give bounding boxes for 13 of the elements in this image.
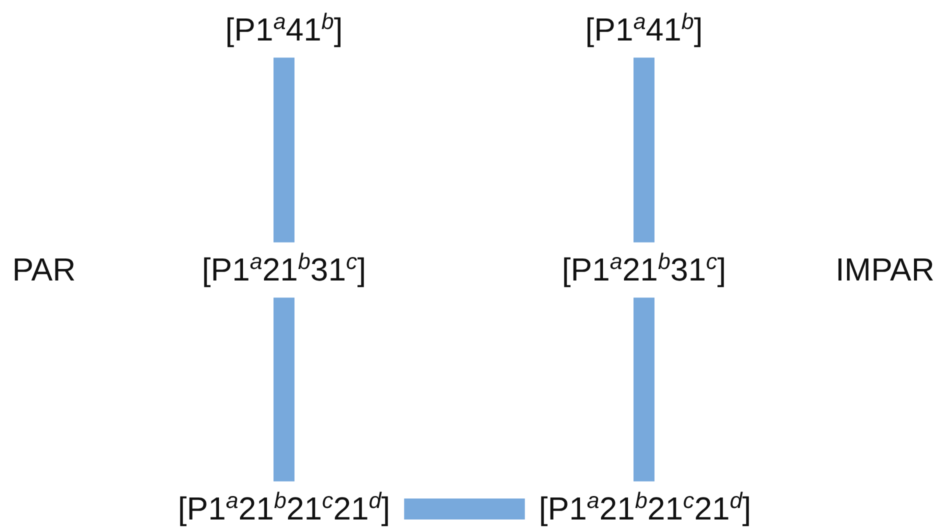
formula-label: [P1$^{a}$41$^{b}$] <box>585 11 703 48</box>
connector-bar <box>634 58 654 242</box>
formula-label: [P1$^{a}$21$^{b}$21$^{c}$21$^{d}$] <box>178 490 390 526</box>
connector-bar <box>274 298 294 482</box>
connector-bar <box>634 298 654 482</box>
formula-label: [P1$^{a}$21$^{b}$21$^{c}$21$^{d}$] <box>538 490 752 526</box>
formula-label: [P1$^{a}$21$^{b}$31$^{c}$] <box>202 251 366 288</box>
side-label: PAR <box>12 252 76 288</box>
formula-label: [P1$^{a}$41$^{b}$] <box>225 11 343 48</box>
connector-bar <box>404 498 525 520</box>
side-label: IMPAR <box>836 252 934 288</box>
formula-label: [P1$^{a}$21$^{b}$31$^{c}$] <box>562 251 726 288</box>
connector-bar <box>274 58 294 242</box>
